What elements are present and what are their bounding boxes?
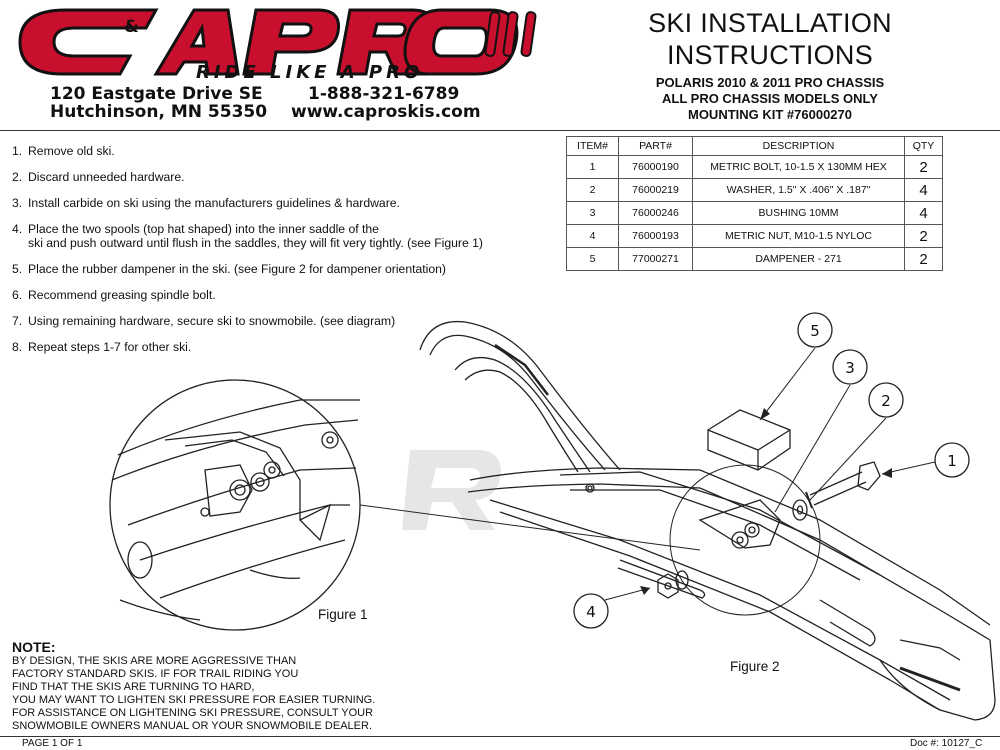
address-line2: Hutchinson, MN 55350 (50, 102, 268, 122)
document-number: Doc #: 10127_C (910, 738, 983, 749)
table-header-row: ITEM# PART# DESCRIPTION QTY (566, 136, 943, 156)
note-line: BY DESIGN, THE SKIS ARE MORE AGGRESSIVE … (12, 655, 297, 667)
callout-number: 1 (947, 452, 957, 470)
title-line2: INSTRUCTIONS (666, 40, 874, 70)
step-item: 1.Remove old ski. (12, 144, 115, 158)
note-line: FOR ASSISTANCE ON LIGHTENING SKI PRESSUR… (12, 707, 374, 719)
callout-number: 5 (810, 322, 820, 340)
step-item: 2.Discard unneeded hardware. (12, 170, 185, 184)
callout-3 (832, 349, 868, 385)
dampener-part (707, 409, 791, 471)
figure1-detail (109, 379, 361, 631)
logo-ampersand: & (124, 17, 139, 37)
step-item: 8.Repeat steps 1-7 for other ski. (12, 340, 192, 354)
col-part: PART# (618, 136, 693, 156)
instruction-steps: 1.Remove old ski. 2.Discard unneeded har… (12, 144, 572, 366)
ski-body (419, 320, 996, 721)
callout-number: 4 (586, 603, 596, 621)
note-heading: NOTE: (12, 639, 56, 655)
subtitle-model: POLARIS 2010 & 2011 PRO CHASSIS (655, 75, 885, 90)
note-line: SNOWMOBILE OWNERS MANUAL OR YOUR SNOWMOB… (12, 720, 372, 732)
logo-bars (484, 11, 537, 57)
callout-1 (934, 442, 970, 478)
note-line: FIND THAT THE SKIS ARE TURNING TO HARD, (12, 681, 255, 693)
step-item: 7.Using remaining hardware, secure ski t… (12, 314, 396, 328)
bolt-part (805, 461, 881, 509)
address-line1: 120 Eastgate Drive SE (50, 84, 263, 104)
subtitle-kit: MOUNTING KIT #76000270 (687, 107, 852, 122)
title-line1: SKI INSTALLATION (648, 8, 892, 38)
watermark-r-logo (402, 450, 501, 530)
col-item: ITEM# (566, 136, 619, 156)
figure2-label: Figure 2 (730, 659, 780, 674)
callout-2 (868, 382, 904, 418)
website-link[interactable]: www.caproskis.com (291, 102, 481, 122)
callout-arrowheads (640, 408, 892, 595)
header-divider (0, 130, 1000, 131)
callout-numbers: 5 3 2 1 4 (586, 322, 957, 621)
col-qty: QTY (904, 136, 943, 156)
figure1-label: Figure 1 (318, 607, 368, 622)
step-item: 5.Place the rubber dampener in the ski. … (12, 262, 446, 276)
footer-divider (0, 736, 1000, 737)
capro-logo: & RIDE LIKE A PRO (18, 8, 537, 82)
logo-tagline: RIDE LIKE A PRO (196, 62, 423, 82)
callout-number: 3 (845, 359, 855, 377)
note-line: YOU MAY WANT TO LIGHTEN SKI PRESSURE FOR… (12, 694, 376, 706)
nut-part (657, 570, 689, 599)
ski-assembly-drawing: 5 3 2 1 4 (109, 312, 996, 721)
step-item: 4.Place the two spools (top hat shaped) … (12, 222, 483, 250)
callout-5 (797, 312, 833, 348)
callout-4 (573, 593, 609, 629)
step-item: 3.Install carbide on ski using the manuf… (12, 196, 400, 210)
note-body: BY DESIGN, THE SKIS ARE MORE AGGRESSIVE … (12, 655, 412, 733)
col-description: DESCRIPTION (692, 136, 905, 156)
step-item: 6.Recommend greasing spindle bolt. (12, 288, 216, 302)
callout-number: 2 (881, 392, 891, 410)
subtitle-chassis: ALL PRO CHASSIS MODELS ONLY (662, 91, 878, 106)
phone-number: 1-888-321-6789 (308, 84, 460, 104)
callout-balloons (573, 312, 970, 629)
page-number: PAGE 1 OF 1 (22, 738, 83, 749)
leader-line-figure1 (359, 504, 701, 551)
note-line: FACTORY STANDARD SKIS. IF FOR TRAIL RIDI… (12, 668, 299, 680)
washer-part (792, 499, 808, 521)
